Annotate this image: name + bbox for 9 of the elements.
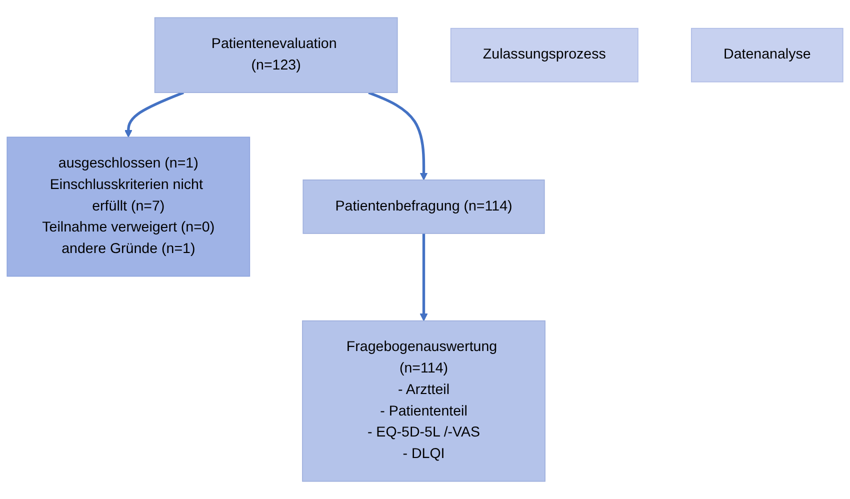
node-box: Zulassungsprozess <box>450 28 638 82</box>
node-box: Fragebogenauswertung (n=114) - Arztteil - Patiententeil - EQ-5D-5L /-VAS - DLQI <box>302 320 546 482</box>
arrow <box>368 91 428 180</box>
arrow <box>124 91 184 138</box>
node-box: Patientenbefragung (n=114) <box>302 180 545 234</box>
node-box: ausgeschlossen (n=1) Einschlusskriterien nicht erfüllt (n=7) Teilnahme verweigert (n=0) andere Gründe (n=1) <box>6 136 250 277</box>
node-box: Patientenevaluation (n=123) <box>154 17 398 94</box>
node-box: Datenanalyse <box>690 28 844 82</box>
arrow <box>420 233 428 322</box>
